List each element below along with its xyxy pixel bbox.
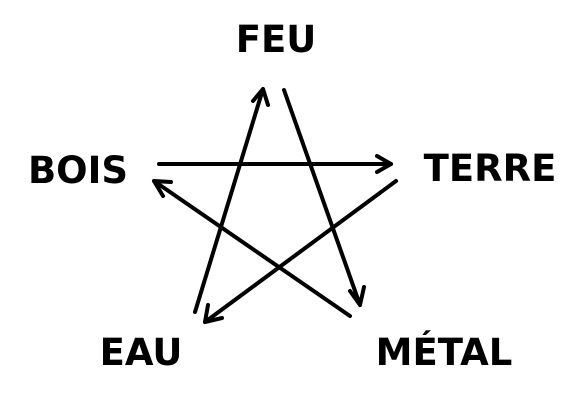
node-label-terre: TERRE <box>424 147 557 190</box>
arrow-metal-to-bois <box>152 179 352 318</box>
node-label-eau: EAU <box>100 331 183 374</box>
node-label-bois: BOIS <box>28 149 128 192</box>
node-label-feu: FEU <box>236 18 317 61</box>
node-label-metal: MÉTAL <box>376 330 513 374</box>
arrow-eau-to-feu <box>193 87 270 314</box>
arrow-bois-to-terre <box>157 154 393 174</box>
arrow-feu-to-metal <box>282 88 366 307</box>
arrow-terre-to-eau <box>203 179 398 324</box>
